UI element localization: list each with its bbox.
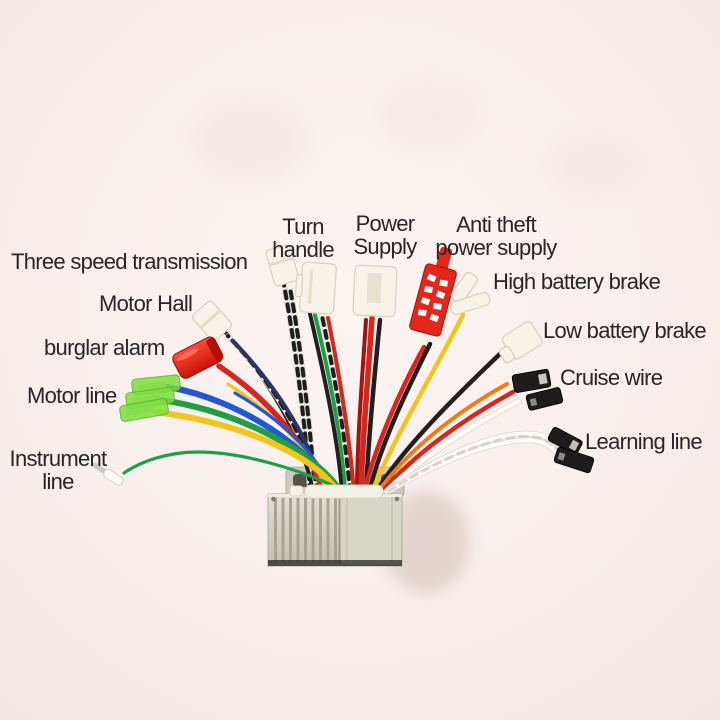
instrument-line-terminal: [91, 461, 124, 486]
motor-line-wires: [153, 384, 344, 495]
controller-shadow: [382, 490, 470, 594]
burglar-alarm-connector: [172, 336, 224, 379]
instrument-line-wire: [122, 450, 347, 494]
label-three-speed-transmission: Three speed transmission: [11, 249, 248, 274]
high-battery-brake-connector: [449, 271, 491, 316]
cruise-wires: [376, 382, 522, 495]
power-supply-connector: [352, 264, 398, 318]
label-high-battery-brake: High battery brake: [493, 269, 661, 294]
low-battery-brake-connector: [498, 321, 543, 364]
anti-theft-wires: [361, 341, 433, 495]
high-battery-brake-wire: [369, 312, 466, 495]
label-low-battery-brake: Low battery brake: [543, 318, 707, 343]
label-turn-handle: Turn handle: [272, 214, 335, 263]
label-anti-theft-power-supply: Anti theft power supply: [435, 212, 557, 261]
controller-box: [267, 484, 403, 567]
label-power-supply: Power Supply: [353, 211, 417, 260]
screw-right: [394, 496, 400, 502]
cruise-wire-connectors: [511, 368, 564, 411]
wire-harness: [122, 282, 561, 495]
label-instrument-line: Instrument line: [9, 446, 108, 495]
heatsink-fins: [274, 498, 337, 562]
wire-grommet: [289, 484, 384, 499]
learning-line-wires: [384, 430, 561, 495]
motor-hall-connector: [192, 300, 232, 342]
motor-line-spade-terminals: [119, 374, 181, 422]
anti-theft-connector: [409, 246, 457, 337]
learning-line-connectors: [547, 426, 595, 474]
screw-left: [271, 496, 276, 502]
label-learning-line: Learning line: [585, 429, 703, 454]
label-motor-hall: Motor Hall: [99, 291, 193, 316]
label-cruise-wire: Cruise wire: [560, 365, 663, 390]
background-ghosts: [190, 79, 643, 197]
three-speed-connector: [265, 244, 300, 287]
label-motor-line: Motor line: [27, 383, 117, 408]
turn-handle-wires: [308, 312, 356, 495]
label-burglar-alarm: burglar alarm: [44, 335, 165, 360]
turn-handle-connector: [294, 261, 337, 315]
